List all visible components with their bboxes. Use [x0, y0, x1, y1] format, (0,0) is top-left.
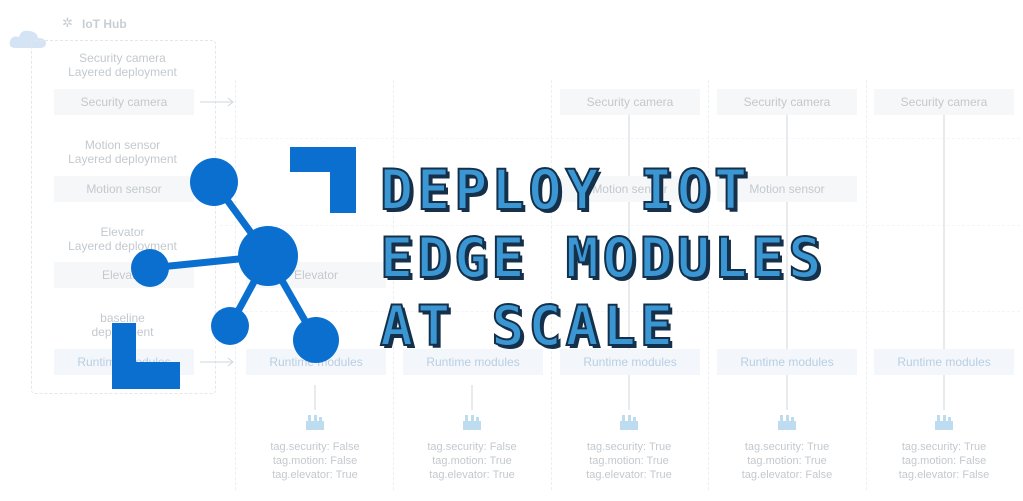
column-divider: [708, 80, 709, 490]
edge-device-icon: [778, 415, 796, 430]
tag-line: tag.security: True: [586, 441, 672, 453]
device-tags: tag.security: True tag.motion: True tag.…: [564, 440, 694, 482]
module-box: Security camera: [717, 89, 857, 115]
device-tags: tag.security: True tag.motion: False tag…: [879, 440, 1009, 482]
title-line-1: DEPLOY IOT: [379, 157, 752, 223]
hub-title: IoT Hub: [82, 17, 127, 31]
module-box: Runtime modules: [560, 349, 700, 375]
module-box: Security camera: [874, 89, 1014, 115]
row-divider: [220, 225, 1020, 226]
module-box: Runtime modules: [403, 349, 543, 375]
tag-line: tag.motion: True: [747, 455, 827, 467]
tag-line: tag.elevator: True: [272, 469, 358, 481]
edge-device-icon: [306, 415, 324, 430]
device-tags: tag.security: True tag.motion: True tag.…: [722, 440, 852, 482]
module-box: Motion sensor: [717, 176, 857, 202]
hub-module-box: Security camera: [54, 89, 194, 115]
tag-line: tag.motion: True: [589, 455, 669, 467]
tag-line: tag.motion: True: [432, 455, 512, 467]
title-line-3: AT SCALE: [379, 293, 677, 359]
tag-line: tag.security: True: [744, 441, 830, 453]
module-box: Motion sensor: [560, 176, 700, 202]
column-divider: [393, 80, 394, 490]
module-box: Security camera: [560, 89, 700, 115]
tag-line: tag.security: False: [270, 441, 360, 453]
edge-device-icon: [935, 415, 953, 430]
tag-line: tag.elevator: True: [586, 469, 672, 481]
row-divider: [220, 138, 1020, 139]
title-line-2: EDGE MODULES: [379, 225, 826, 291]
column-divider: [866, 80, 867, 490]
iot-hub-container: [31, 40, 216, 394]
tag-line: tag.security: True: [901, 441, 987, 453]
row-divider: [220, 311, 1020, 312]
corner-bracket-top-right: [290, 147, 356, 213]
tag-line: tag.elevator: False: [898, 469, 990, 481]
hub-module-box: Motion sensor: [54, 176, 194, 202]
cloud-icon: [9, 30, 47, 48]
edge-device-icon: [620, 415, 638, 430]
column-divider: [551, 80, 552, 490]
module-box: Runtime modules: [874, 349, 1014, 375]
device-tags: tag.security: False tag.motion: True tag…: [407, 440, 537, 482]
module-box: Runtime modules: [717, 349, 857, 375]
iot-hub-icon: ✲: [62, 15, 73, 30]
tag-line: tag.motion: False: [272, 455, 358, 467]
tag-line: tag.elevator: False: [741, 469, 833, 481]
device-tags: tag.security: False tag.motion: False ta…: [250, 440, 380, 482]
deployment-label: Motion sensor Layered deployment: [68, 138, 177, 166]
deployment-label: Security camera Layered deployment: [68, 51, 177, 79]
tag-line: tag.elevator: True: [429, 469, 515, 481]
corner-bracket-bottom-left: [112, 323, 180, 389]
tag-line: tag.motion: False: [901, 455, 987, 467]
column-divider: [235, 80, 236, 490]
tag-line: tag.security: False: [427, 441, 517, 453]
edge-device-icon: [463, 415, 481, 430]
deployment-label: Elevator Layered deployment: [68, 225, 177, 253]
